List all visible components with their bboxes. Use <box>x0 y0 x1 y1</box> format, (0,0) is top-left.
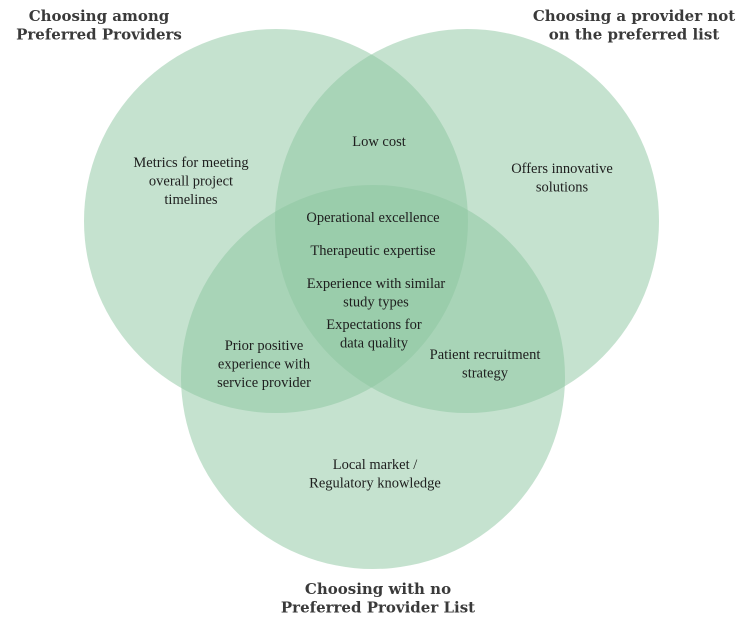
region-label-no-list: Local market /Regulatory knowledge <box>309 457 441 492</box>
venn-circle-no-list <box>181 185 565 569</box>
region-label-preferred-not-preferred-no-list: Therapeutic expertise <box>310 243 435 259</box>
region-label-preferred-not-preferred-no-list: Operational excellence <box>306 210 439 226</box>
region-label-preferred-not-preferred: Low cost <box>352 134 406 150</box>
